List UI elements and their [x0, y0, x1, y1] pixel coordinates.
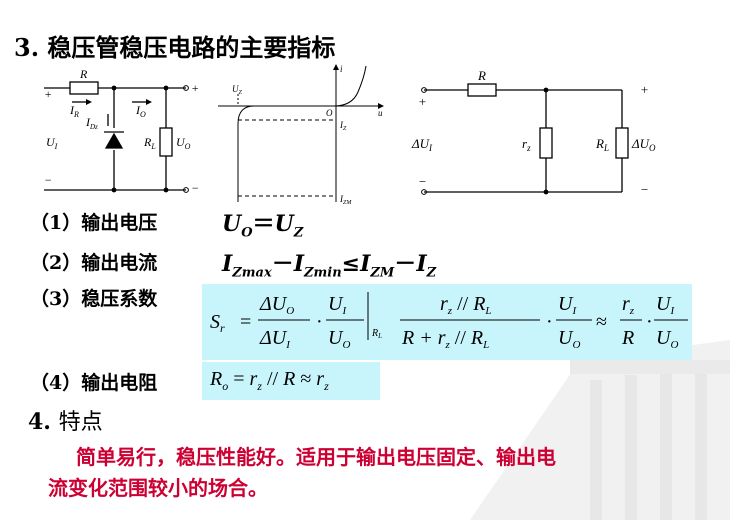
svg-text:R: R [79, 67, 88, 81]
svg-text:UZ: UZ [232, 84, 243, 96]
svg-text:IDz: IDz [85, 115, 98, 131]
feature-description: 简单易行，稳压性能好。适用于输出电压固定、输出电 流变化范围较小的场合。 [48, 442, 718, 504]
svg-text:IR: IR [69, 103, 79, 119]
svg-text:u: u [378, 108, 383, 118]
svg-text:RL: RL [595, 136, 609, 153]
background-building-watermark [430, 320, 730, 520]
svg-text:UI: UI [558, 293, 577, 317]
svg-text:IZM: IZM [339, 194, 352, 206]
svg-text:+: + [640, 82, 649, 97]
svg-text:UO: UO [656, 327, 678, 351]
svg-text:UI: UI [328, 293, 347, 317]
svg-text:·: · [546, 311, 553, 333]
item-output-resistance-label: （4）输出电阻 [30, 372, 158, 394]
section-3-heading: 3. 稳压管稳压电路的主要指标 [14, 33, 336, 62]
svg-text:=: = [240, 311, 251, 333]
svg-text:IZ: IZ [339, 120, 347, 132]
zener-iv-curve-graph: i u O UZ IZ IZM [218, 64, 384, 206]
svg-text:−: − [418, 174, 427, 189]
svg-text:i: i [340, 64, 343, 74]
output-resistance-formula: Ro = rz // R ≈ rz [202, 362, 380, 400]
svg-text:IO: IO [135, 103, 146, 119]
svg-text:UO: UO [558, 327, 580, 351]
feature-line-1: 简单易行，稳压性能好。适用于输出电压固定、输出电 [76, 445, 556, 469]
output-voltage-formula: UO＝UZ [222, 211, 304, 241]
svg-text:UO: UO [328, 327, 350, 351]
item-output-voltage-label: （1）输出电压 [30, 212, 158, 234]
svg-text:rz: rz [522, 136, 531, 153]
section-4-heading: 4. 特点 [28, 409, 103, 435]
svg-text:rz: rz [622, 293, 635, 317]
svg-text:−: − [640, 182, 649, 197]
feature-line-2: 流变化范围较小的场合。 [48, 476, 268, 500]
svg-text:ΔUO: ΔUO [259, 293, 294, 317]
svg-text:≈: ≈ [596, 311, 607, 333]
svg-text:+: + [44, 87, 52, 101]
svg-text:R + rz // RL: R + rz // RL [401, 327, 489, 351]
svg-text:−: − [191, 181, 199, 195]
svg-text:·: · [316, 311, 323, 333]
item-stability-coefficient-label: （3）稳压系数 [30, 288, 158, 310]
svg-text:UO: UO [176, 135, 191, 151]
svg-text:R: R [621, 327, 634, 349]
svg-text:O: O [326, 108, 333, 118]
stability-coefficient-formula: Sr = ΔUO ΔUI · UI UO RL rz // RL R + rz … [202, 284, 692, 360]
svg-text:RL: RL [371, 328, 382, 340]
zener-circuit-diagram: R + − + − IR IO IDz UI RL UO [44, 67, 199, 195]
svg-text:R: R [477, 68, 486, 83]
svg-text:rz // RL: rz // RL [440, 293, 492, 317]
svg-text:+: + [418, 94, 427, 109]
svg-text:UI: UI [46, 135, 58, 151]
svg-text:UI: UI [656, 293, 675, 317]
item-output-current-label: （2）输出电流 [30, 252, 158, 274]
svg-text:ΔUI: ΔUI [411, 136, 433, 153]
svg-text:ΔUO: ΔUO [631, 136, 656, 153]
output-current-formula: IZmax－IZmin≤IZM－IZ [222, 251, 437, 281]
svg-text:RL: RL [143, 135, 156, 151]
equivalent-circuit-diagram: R + − + − ΔUI rz RL ΔUO [411, 68, 656, 197]
svg-text:·: · [646, 311, 653, 333]
svg-text:Sr: Sr [210, 311, 225, 335]
svg-text:ΔUI: ΔUI [259, 327, 291, 351]
svg-text:−: − [44, 173, 52, 187]
svg-text:+: + [191, 81, 199, 95]
